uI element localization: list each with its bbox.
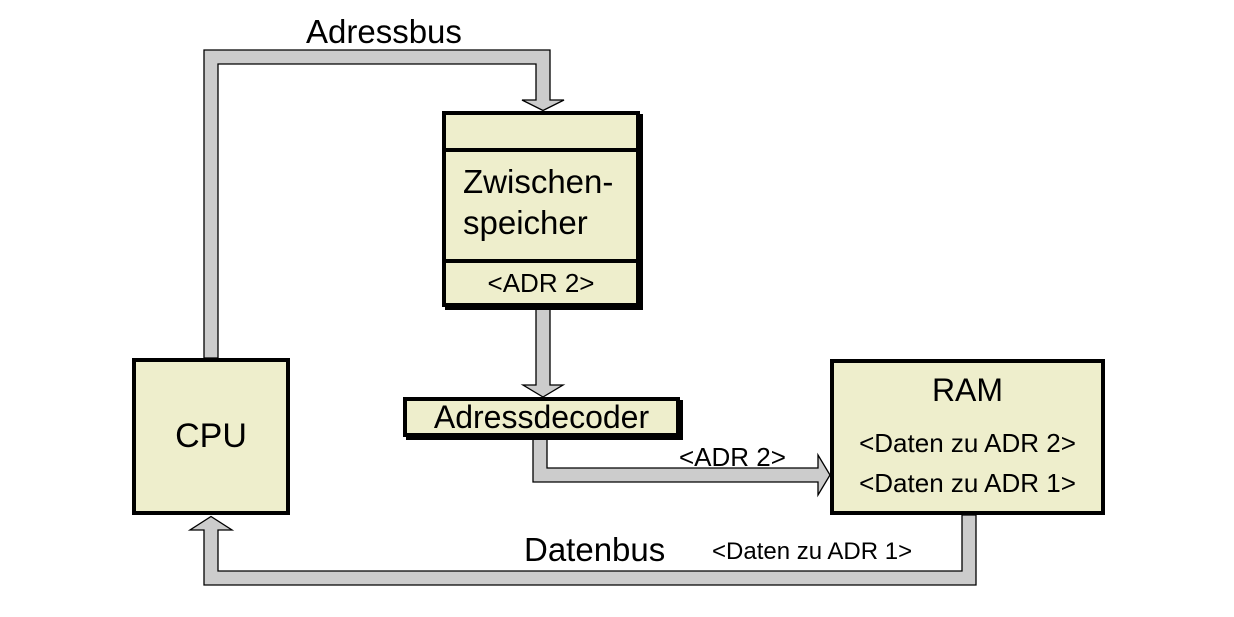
zwischenspeicher-title-line2: speicher [463,204,588,241]
data-bus-arrow [187,514,977,586]
zwischenspeicher-node: Zwischen- speicher <ADR 2> [442,111,640,307]
address-bus-label: Adressbus [306,13,462,50]
adr2-bus-arrow [532,436,831,498]
zwischenspeicher-title: Zwischen- speicher [446,152,636,263]
adr2-bus-label: <ADR 2> [679,442,786,472]
zwischenspeicher-title-line1: Zwischen- [463,163,614,200]
adressdecoder-label: Adressdecoder [433,398,650,435]
ram-row-adr1: <Daten zu ADR 1> [859,468,1076,498]
cpu-node: CPU [132,358,290,515]
adressdecoder-node: Adressdecoder [403,397,680,437]
ram-title: RAM [931,372,1004,408]
daten-zu-adr1-bus-label: <Daten zu ADR 1> [712,538,913,565]
data-bus-label: Datenbus [524,531,666,568]
address-bus-arrow [203,49,565,359]
cpu-label: CPU [175,417,247,455]
buffer-to-decoder-arrow [520,306,566,398]
zwischenspeicher-address-slot-value: <ADR 2> [487,267,595,298]
ram-row-adr2: <Daten zu ADR 2> [859,428,1076,458]
ram-node: RAM <Daten zu ADR 2> <Daten zu ADR 1> [830,359,1105,515]
ram-contents: <Daten zu ADR 2> <Daten zu ADR 1> [834,423,1101,503]
zwischenspeicher-address-slot: <ADR 2> [446,263,636,303]
zwischenspeicher-empty-slot [446,115,636,152]
